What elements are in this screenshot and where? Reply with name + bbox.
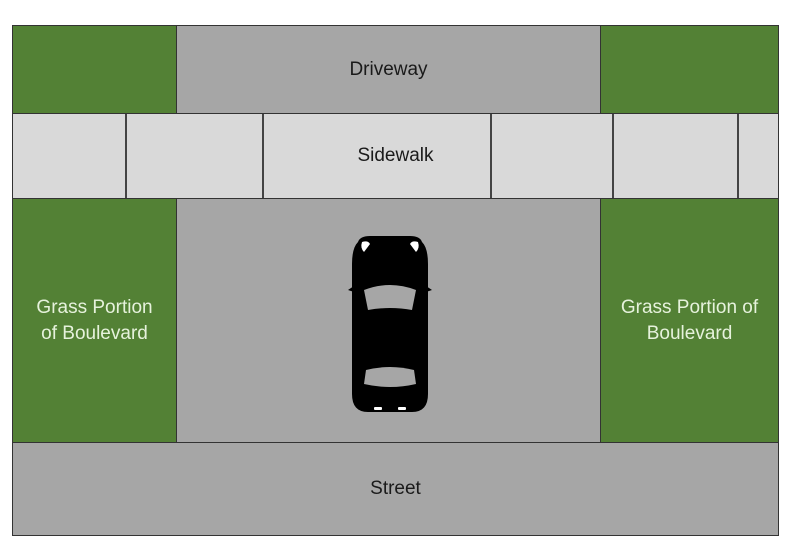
street: Street xyxy=(12,442,779,536)
sidewalk-joint xyxy=(490,114,492,198)
sidewalk-joint xyxy=(262,114,264,198)
grass-left-label: Grass Portion of Boulevard xyxy=(36,296,153,344)
grass-boulevard-left: Grass Portion of Boulevard xyxy=(12,198,177,443)
sidewalk-joint xyxy=(737,114,739,198)
grass-right-label: Grass Portion of Boulevard xyxy=(620,296,759,344)
grass-top-left xyxy=(12,25,177,114)
grass-boulevard-right: Grass Portion of Boulevard xyxy=(600,198,779,443)
street-label: Street xyxy=(370,478,421,499)
sidewalk: Sidewalk xyxy=(12,113,779,199)
car-top-view-icon xyxy=(348,236,432,412)
driveway-label: Driveway xyxy=(349,58,428,80)
driveway: Driveway xyxy=(176,25,601,114)
grass-top-right xyxy=(600,25,779,114)
sidewalk-joint xyxy=(612,114,614,198)
sidewalk-joint xyxy=(125,114,127,198)
sidewalk-label: Sidewalk xyxy=(357,145,434,166)
